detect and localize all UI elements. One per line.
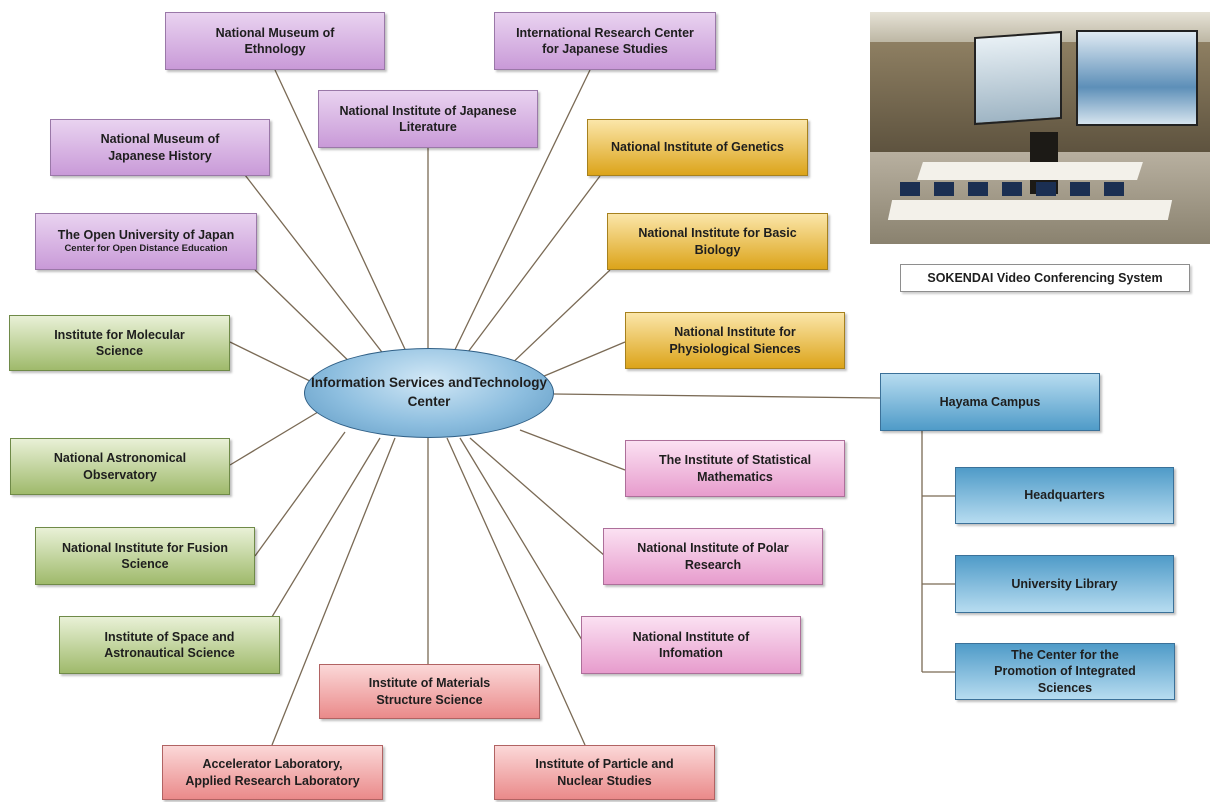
link-statistical: [519, 429, 626, 471]
photo-caption: SOKENDAI Video Conferencing System: [900, 264, 1190, 292]
link-open-university: [254, 269, 361, 373]
photo-table-front: [887, 200, 1173, 220]
link-polar: [469, 437, 606, 557]
node-genetics: National Institute of Genetics: [587, 119, 808, 176]
node-hayama-campus: Hayama Campus: [880, 373, 1100, 431]
link-fusion: [254, 431, 346, 557]
node-university-library: University Library: [955, 555, 1174, 613]
link-space: [254, 437, 381, 646]
link-accelerator: [271, 437, 396, 746]
link-particle: [446, 437, 586, 746]
link-japanese-studies: [449, 69, 591, 361]
center-node: Information Services andTechnology Cente…: [304, 348, 554, 438]
center-line2: Technology Center: [407, 375, 548, 409]
link-astronomical: [229, 411, 319, 466]
link-physiological: [529, 341, 626, 383]
node-accelerator-laboratory: Accelerator Laboratory,Applied Research …: [162, 745, 383, 800]
photo-chairs: [900, 182, 1130, 196]
link-molecular-science: [229, 341, 319, 386]
photo-screen-left: [974, 30, 1062, 126]
link-ethnology: [274, 69, 411, 361]
link-japanese-history: [244, 174, 389, 361]
link-hayama: [553, 393, 881, 399]
link-basic-biology: [504, 269, 611, 371]
node-headquarters: Headquarters: [955, 467, 1174, 524]
photo-table-back: [917, 162, 1143, 180]
link-informatics: [459, 437, 586, 646]
link-genetics: [461, 175, 601, 361]
photo-screen-right: [1076, 30, 1198, 126]
center-line1: Information Services and: [310, 375, 473, 391]
video-conference-photo: [870, 12, 1210, 244]
